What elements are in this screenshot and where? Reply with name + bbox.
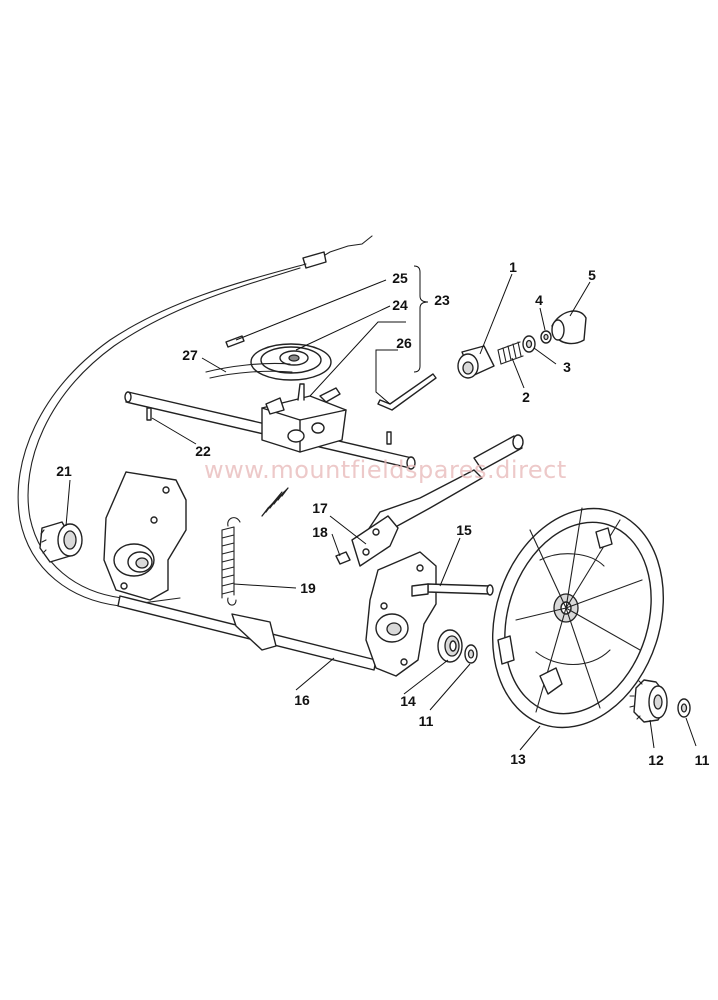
drive-cable [17, 235, 373, 607]
callout-12: 12 [648, 752, 664, 768]
rod-16 [117, 595, 377, 671]
callout-25: 25 [392, 270, 408, 286]
washer-3 [522, 335, 536, 353]
rod-26 [377, 373, 437, 411]
callout-17: 17 [312, 500, 328, 516]
callout-15: 15 [456, 522, 472, 538]
callout-4: 4 [535, 292, 543, 308]
callout-3: 3 [563, 359, 571, 375]
callout-27: 27 [182, 347, 198, 363]
group-bracket-23 [413, 265, 429, 373]
callout-11-right: 11 [695, 752, 710, 768]
right-bracket [365, 551, 437, 677]
left-bracket [103, 471, 187, 601]
washer-11-right [677, 698, 691, 718]
spring-19 [221, 517, 241, 606]
pulley-24 [250, 343, 332, 381]
spring-upper [261, 487, 289, 517]
callout-11-left: 11 [419, 713, 434, 729]
washer-4 [540, 330, 552, 344]
callout-19: 19 [300, 580, 316, 596]
cap-5 [551, 310, 587, 345]
bearing-14 [437, 629, 463, 663]
belt-27 [205, 362, 293, 379]
callout-22: 22 [195, 443, 211, 459]
spring-2 [497, 341, 524, 365]
callout-14: 14 [400, 693, 416, 709]
bush-1 [457, 345, 495, 379]
leader-lines [65, 273, 697, 751]
watermark-text: www.mountfieldspares.direct [204, 456, 567, 484]
bolt-15 [411, 583, 494, 597]
nut-18 [335, 551, 351, 565]
wheel-cover-13 [491, 507, 665, 729]
callout-2: 2 [522, 389, 530, 405]
callout-18: 18 [312, 524, 328, 540]
callout-26: 26 [396, 335, 412, 351]
callout-1: 1 [509, 259, 517, 275]
callout-24: 24 [392, 297, 408, 313]
bracket-17 [351, 515, 399, 567]
callout-21: 21 [56, 463, 72, 479]
callout-5: 5 [588, 267, 596, 283]
washer-11-left [464, 644, 478, 664]
callout-16: 16 [294, 692, 310, 708]
callout-23: 23 [434, 292, 450, 308]
pinion-12 [629, 679, 668, 723]
gearbox [261, 383, 347, 453]
callout-13: 13 [510, 751, 526, 767]
gear-21 [39, 521, 83, 563]
